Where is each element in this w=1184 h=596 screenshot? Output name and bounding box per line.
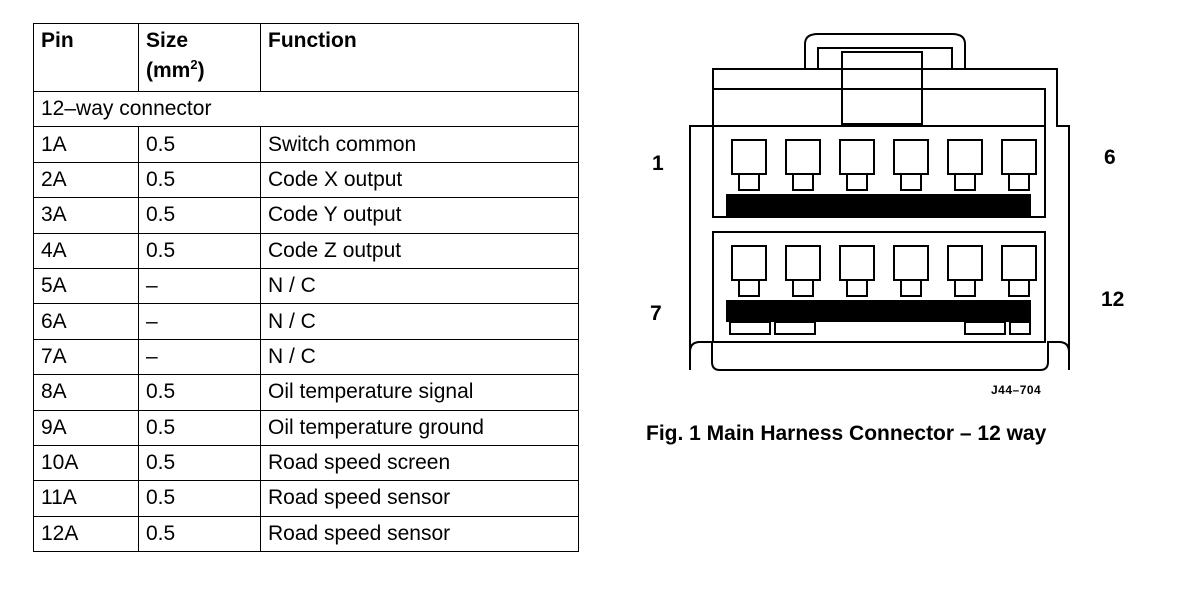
terminal-cavity [731, 245, 767, 281]
header-function: Function [260, 23, 579, 92]
pin-cell: 1A [33, 126, 139, 163]
terminal-cavity [893, 139, 929, 175]
function-cell: Road speed screen [260, 444, 579, 482]
table-row: 6A–N / C [33, 303, 579, 340]
terminal-cavity [785, 139, 821, 175]
lower-keys [729, 321, 1031, 335]
terminal-cavity [839, 245, 875, 281]
terminal-cavity [1001, 139, 1037, 175]
lower-contact-bar [726, 300, 1031, 322]
terminal-stem [954, 279, 976, 297]
terminal-stem [792, 173, 814, 191]
function-cell: Oil temperature ground [260, 409, 579, 446]
header-pin: Pin [33, 23, 139, 92]
function-cell: N / C [260, 267, 579, 305]
pin-cell: 5A [33, 267, 139, 305]
terminal-stem [738, 279, 760, 297]
size-cell: 0.5 [138, 444, 261, 482]
pin-cell: 8A [33, 374, 139, 411]
terminal-cavity [785, 245, 821, 281]
table-row: 7A–N / C [33, 338, 579, 376]
size-cell: 0.5 [138, 515, 261, 553]
size-cell: – [138, 267, 261, 305]
function-cell: N / C [260, 338, 579, 376]
terminal-stem [1008, 173, 1030, 191]
figure-code: J44–704 [991, 383, 1042, 397]
function-cell: Oil temperature signal [260, 374, 579, 411]
terminal-cavity [731, 139, 767, 175]
size-cell: 0.5 [138, 480, 261, 517]
pin-cell: 3A [33, 197, 139, 234]
pin-cell: 7A [33, 338, 139, 376]
function-cell: Road speed sensor [260, 515, 579, 553]
connector-diagram [689, 33, 1070, 371]
function-cell: Code Z output [260, 232, 579, 269]
function-cell: Road speed sensor [260, 480, 579, 517]
header-size-unit: (mm [146, 59, 191, 82]
lower-terminal-row [731, 245, 1037, 297]
size-cell: 0.5 [138, 126, 261, 163]
function-cell: N / C [260, 303, 579, 340]
pin-cell: 12A [33, 515, 139, 553]
size-cell: – [138, 338, 261, 376]
table-row: 5A–N / C [33, 267, 579, 305]
pin-label-12: 12 [1101, 288, 1125, 311]
terminal-stem [954, 173, 976, 191]
header-size-sup: 2 [190, 57, 198, 72]
pin-label-1: 1 [652, 152, 664, 175]
terminal-stem [900, 173, 922, 191]
function-cell: Switch common [260, 126, 579, 163]
section-row: 12–way connector [33, 90, 579, 128]
terminal-cavity [1001, 245, 1037, 281]
terminal-stem [738, 173, 760, 191]
terminal-cavity [839, 139, 875, 175]
pin-cell: 11A [33, 480, 139, 517]
function-cell: Code Y output [260, 197, 579, 234]
size-cell: – [138, 303, 261, 340]
table-header-row: Pin Size (mm2) Function [33, 23, 579, 92]
upper-contact-bar [726, 194, 1031, 216]
size-cell: 0.5 [138, 197, 261, 234]
pin-cell: 4A [33, 232, 139, 269]
pin-cell: 2A [33, 161, 139, 199]
function-cell: Code X output [260, 161, 579, 199]
size-cell: 0.5 [138, 409, 261, 446]
pin-table: Pin Size (mm2) Function 12–way connector… [33, 23, 579, 553]
size-cell: 0.5 [138, 374, 261, 411]
header-size-line2: (mm2) [146, 53, 205, 83]
header-size: Size (mm2) [138, 23, 261, 92]
terminal-cavity [947, 139, 983, 175]
figure-caption: Fig. 1 Main Harness Connector – 12 way [646, 422, 1047, 445]
section-label: 12–way connector [33, 90, 579, 128]
size-cell: 0.5 [138, 161, 261, 199]
size-cell: 0.5 [138, 232, 261, 269]
upper-terminal-row [731, 139, 1037, 191]
terminal-stem [1008, 279, 1030, 297]
terminal-stem [846, 279, 868, 297]
terminal-stem [846, 173, 868, 191]
pin-cell: 10A [33, 444, 139, 482]
pin-label-6: 6 [1104, 146, 1116, 169]
terminal-stem [900, 279, 922, 297]
terminal-cavity [893, 245, 929, 281]
pin-cell: 9A [33, 409, 139, 446]
pin-cell: 6A [33, 303, 139, 340]
terminal-stem [792, 279, 814, 297]
connector-outline [689, 33, 1070, 371]
terminal-cavity [947, 245, 983, 281]
header-size-close: ) [197, 59, 205, 82]
pin-label-7: 7 [650, 302, 662, 325]
header-size-line1: Size [146, 29, 189, 52]
